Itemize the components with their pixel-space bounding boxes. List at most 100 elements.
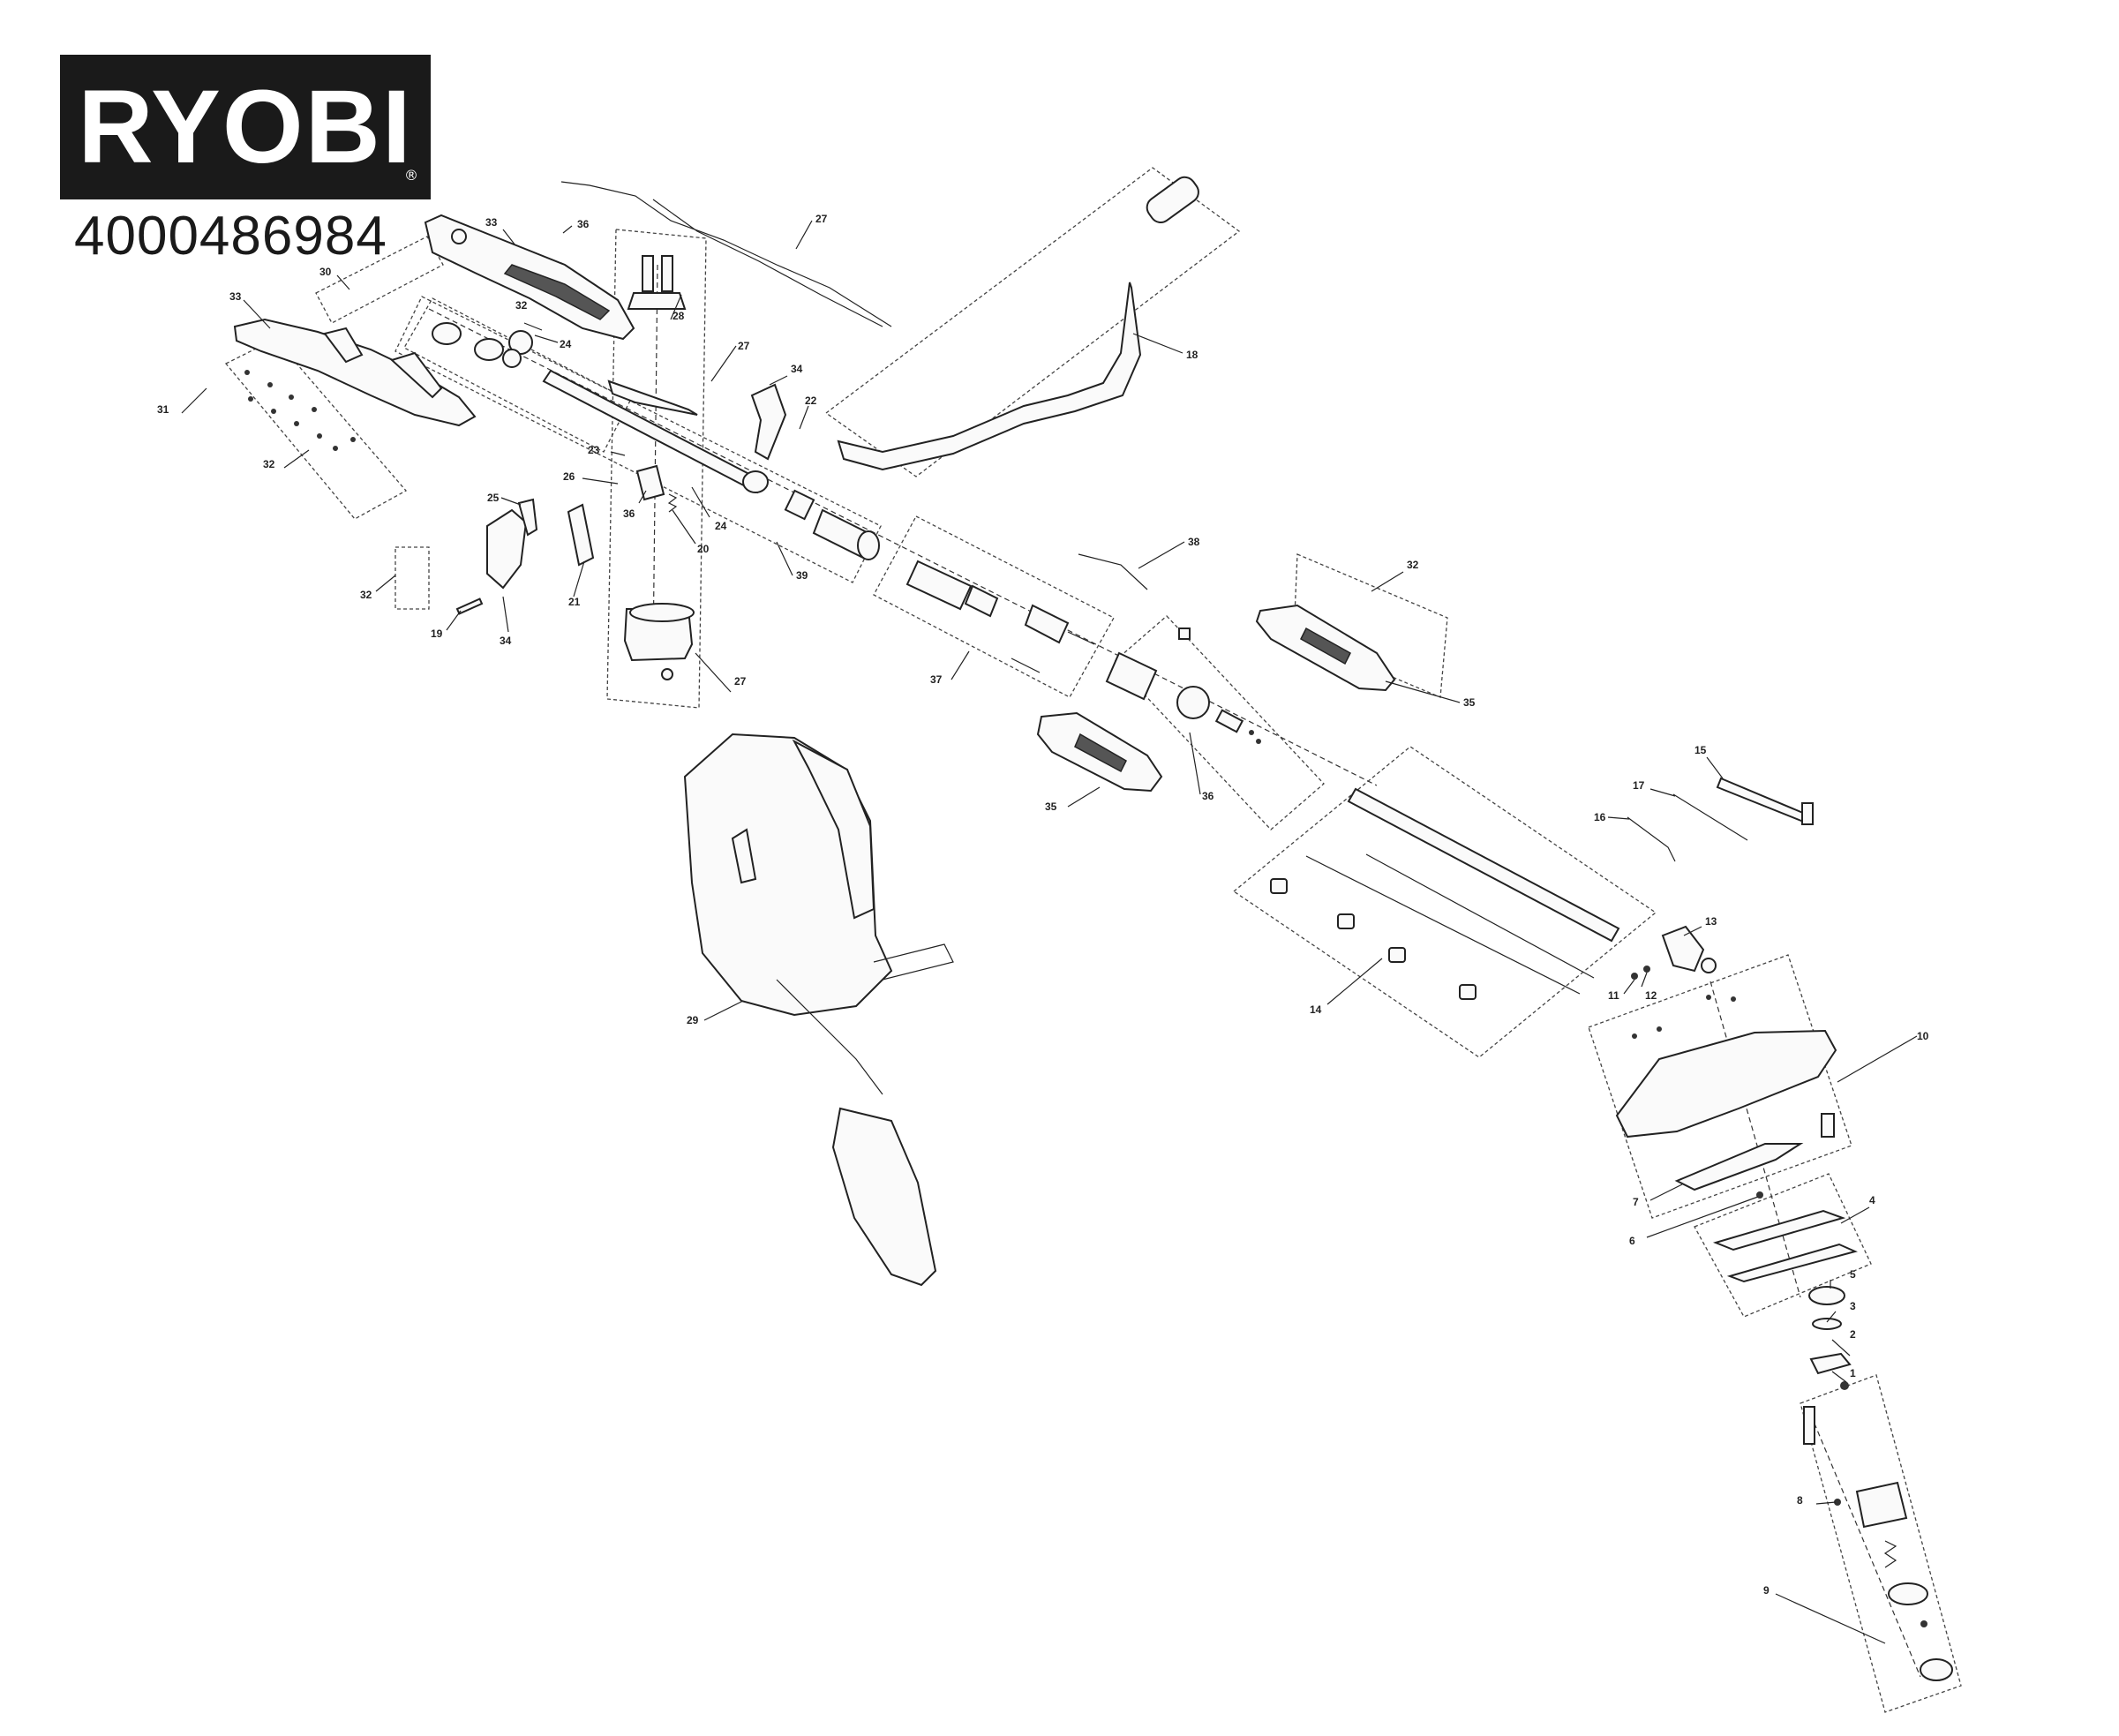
trigger-lever — [750, 383, 787, 461]
callout-35a: 35 — [1463, 696, 1476, 709]
callout-34b: 34 — [500, 635, 512, 647]
motor-housing-35-top — [1255, 604, 1396, 692]
callout-10: 10 — [1917, 1030, 1929, 1042]
callout-6: 6 — [1629, 1235, 1635, 1247]
callout-27c: 27 — [734, 675, 747, 688]
callout-26: 26 — [563, 470, 575, 483]
box-coupler-37 — [873, 515, 1115, 698]
box-trigger-assembly — [394, 296, 882, 583]
callout-15: 15 — [1694, 744, 1707, 756]
callout-28: 28 — [673, 310, 685, 322]
callout-33b: 33 — [229, 290, 242, 303]
callout-12: 12 — [1645, 989, 1657, 1002]
switch-cover-34 — [486, 508, 528, 590]
callout-29: 29 — [687, 1014, 699, 1026]
callout-1: 1 — [1850, 1367, 1856, 1379]
callout-33a: 33 — [485, 216, 498, 229]
washer-3 — [1812, 1318, 1842, 1330]
box-blade-4 — [1694, 1173, 1872, 1318]
callout-30: 30 — [319, 266, 332, 278]
box-screws-32 — [394, 546, 430, 610]
hex-key-16 — [1627, 816, 1676, 862]
axis-shaft — [428, 308, 1378, 786]
axis-spool — [1807, 1406, 1921, 1678]
grip-cylinders — [742, 470, 880, 560]
blade-guard-10 — [1615, 995, 1837, 1139]
coupler-37 — [905, 560, 1095, 673]
spring-20 — [667, 493, 678, 513]
model-number: 4000486984 — [74, 206, 387, 267]
callout-21: 21 — [568, 596, 581, 608]
callout-32d: 32 — [1407, 559, 1419, 571]
nut-1 — [1840, 1381, 1849, 1390]
grip-sleeve — [432, 322, 533, 368]
callout-14: 14 — [1310, 1003, 1322, 1016]
handle-bracket — [607, 380, 698, 416]
callout-32a: 32 — [263, 458, 275, 470]
callout-34a: 34 — [791, 363, 803, 375]
box-motor-36 — [1113, 615, 1325, 830]
drive-shaft-14 — [1270, 787, 1620, 1000]
box-spool-9 — [1800, 1374, 1962, 1713]
axis-head — [1709, 981, 1801, 1298]
callout-36b: 36 — [623, 507, 635, 520]
callout-37: 37 — [930, 673, 943, 686]
motor-36 — [1105, 628, 1261, 744]
callout-35b: 35 — [1045, 800, 1057, 813]
callout-4: 4 — [1869, 1194, 1875, 1206]
pin-19 — [455, 597, 484, 615]
callout-7: 7 — [1633, 1196, 1639, 1208]
spring-clip-25 — [517, 498, 538, 537]
pin-8 — [1834, 1499, 1841, 1506]
screws-left-row — [244, 370, 356, 451]
callout-25: 25 — [487, 492, 500, 504]
trimmer-head-9 — [1803, 1406, 1953, 1681]
handlebar — [837, 282, 1142, 471]
clamp-housing-27 — [623, 603, 695, 680]
callout-36a: 36 — [577, 218, 590, 230]
callout-labels: 1 2 3 4 5 6 7 8 9 10 11 12 13 14 15 16 1… — [157, 213, 1929, 1597]
callout-17: 17 — [1633, 779, 1645, 792]
throttle-cable-2 — [652, 199, 883, 327]
cable-38 — [1078, 553, 1148, 590]
blade-4-lower — [1726, 1243, 1858, 1283]
box-front-handle — [403, 297, 631, 453]
callout-32b: 32 — [515, 299, 528, 312]
callout-2: 2 — [1850, 1328, 1856, 1341]
callout-27b: 27 — [738, 340, 750, 352]
switch-21 — [567, 503, 595, 567]
box-guard-10 — [1588, 954, 1852, 1219]
logo-registered-mark: ® — [404, 167, 418, 184]
screw-11 — [1631, 973, 1638, 980]
callout-5: 5 — [1850, 1268, 1856, 1281]
handle-housing-right — [424, 214, 635, 341]
switch-36 — [635, 464, 665, 501]
leader-lines — [181, 220, 1918, 1644]
cup-2 — [1809, 1352, 1852, 1375]
callout-24a: 24 — [560, 338, 572, 350]
gear-head-13 — [1661, 925, 1717, 973]
callout-18: 18 — [1186, 349, 1199, 361]
box-screws-left — [224, 338, 408, 520]
clamp-bracket — [627, 255, 687, 310]
callout-16: 16 — [1594, 811, 1606, 823]
washer-5 — [1808, 1286, 1845, 1305]
callout-38: 38 — [1188, 536, 1200, 548]
blade-4-upper — [1712, 1209, 1846, 1251]
handle-housing-left — [233, 318, 477, 427]
callout-22: 22 — [805, 395, 817, 407]
callout-3: 3 — [1850, 1300, 1856, 1312]
screw-12 — [1643, 966, 1650, 973]
wrench-15 — [1716, 777, 1811, 824]
logo-text: RYOBI — [78, 69, 413, 185]
callout-39: 39 — [796, 569, 808, 582]
callout-13: 13 — [1705, 915, 1717, 928]
wrench-15-head — [1801, 802, 1814, 825]
callout-20: 20 — [697, 543, 710, 555]
callout-19: 19 — [431, 628, 443, 640]
motor-housing-35-bottom — [1036, 711, 1163, 793]
rod-17 — [1672, 793, 1748, 841]
throttle-cable — [560, 181, 892, 327]
harness-29 — [683, 733, 954, 1287]
